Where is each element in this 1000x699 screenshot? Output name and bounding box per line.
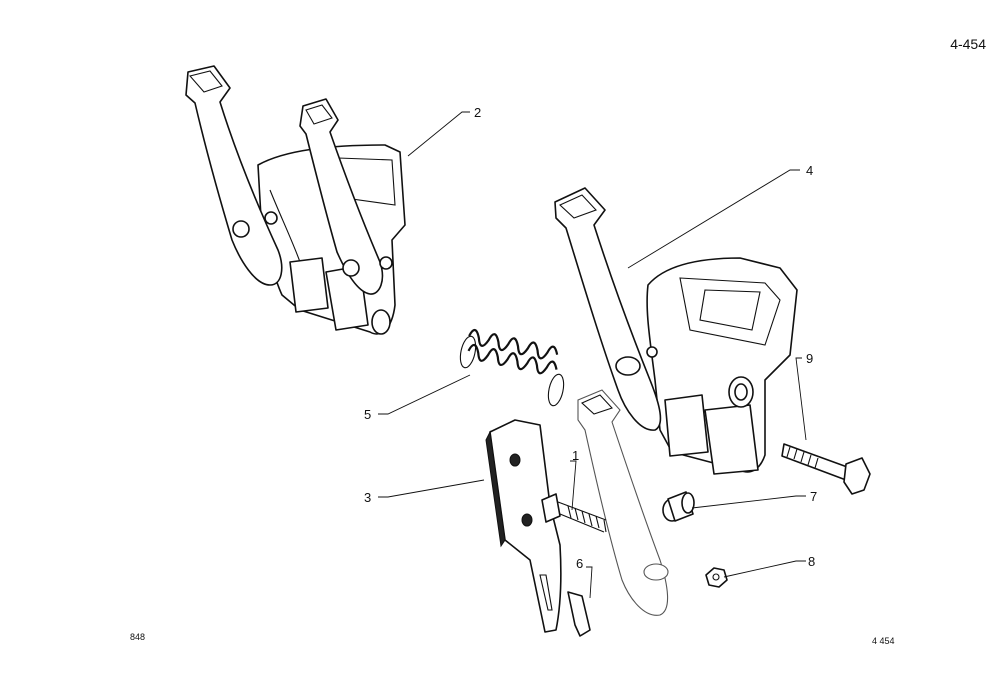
callout-6: 6 xyxy=(576,556,583,571)
nut-part-8 xyxy=(705,567,728,588)
bush-part-7 xyxy=(662,491,695,522)
bolt-part-1 xyxy=(541,493,607,533)
callout-8: 8 xyxy=(808,554,815,569)
page-number: 4-454 xyxy=(950,36,986,52)
footer-right-code: 4 454 xyxy=(872,636,895,646)
callout-9: 9 xyxy=(806,351,813,366)
pedal-bracket-part-4 xyxy=(554,187,798,475)
callout-4: 4 xyxy=(806,163,813,178)
pedal-assembly-part-2 xyxy=(185,65,406,335)
spring-part-5 xyxy=(459,328,565,407)
leader-line-9 xyxy=(795,357,807,441)
leader-line-6 xyxy=(586,566,593,599)
callout-3: 3 xyxy=(364,490,371,505)
callout-7: 7 xyxy=(810,489,817,504)
callout-2: 2 xyxy=(474,105,481,120)
leader-line-5 xyxy=(378,374,471,415)
callout-1: 1 xyxy=(572,448,579,463)
ghost-lever-outline xyxy=(577,389,669,616)
leader-line-7 xyxy=(691,495,806,509)
plate-part-3 xyxy=(485,419,562,633)
leader-line-2 xyxy=(407,111,470,157)
leader-line-3 xyxy=(378,479,485,498)
clip-part-6 xyxy=(567,591,591,637)
leader-line-1 xyxy=(570,460,577,511)
leader-line-4 xyxy=(627,169,800,269)
leader-line-8 xyxy=(723,560,806,578)
long-bolt-part-9 xyxy=(781,443,871,495)
footer-left-code: 848 xyxy=(130,632,146,642)
callout-5: 5 xyxy=(364,407,371,422)
